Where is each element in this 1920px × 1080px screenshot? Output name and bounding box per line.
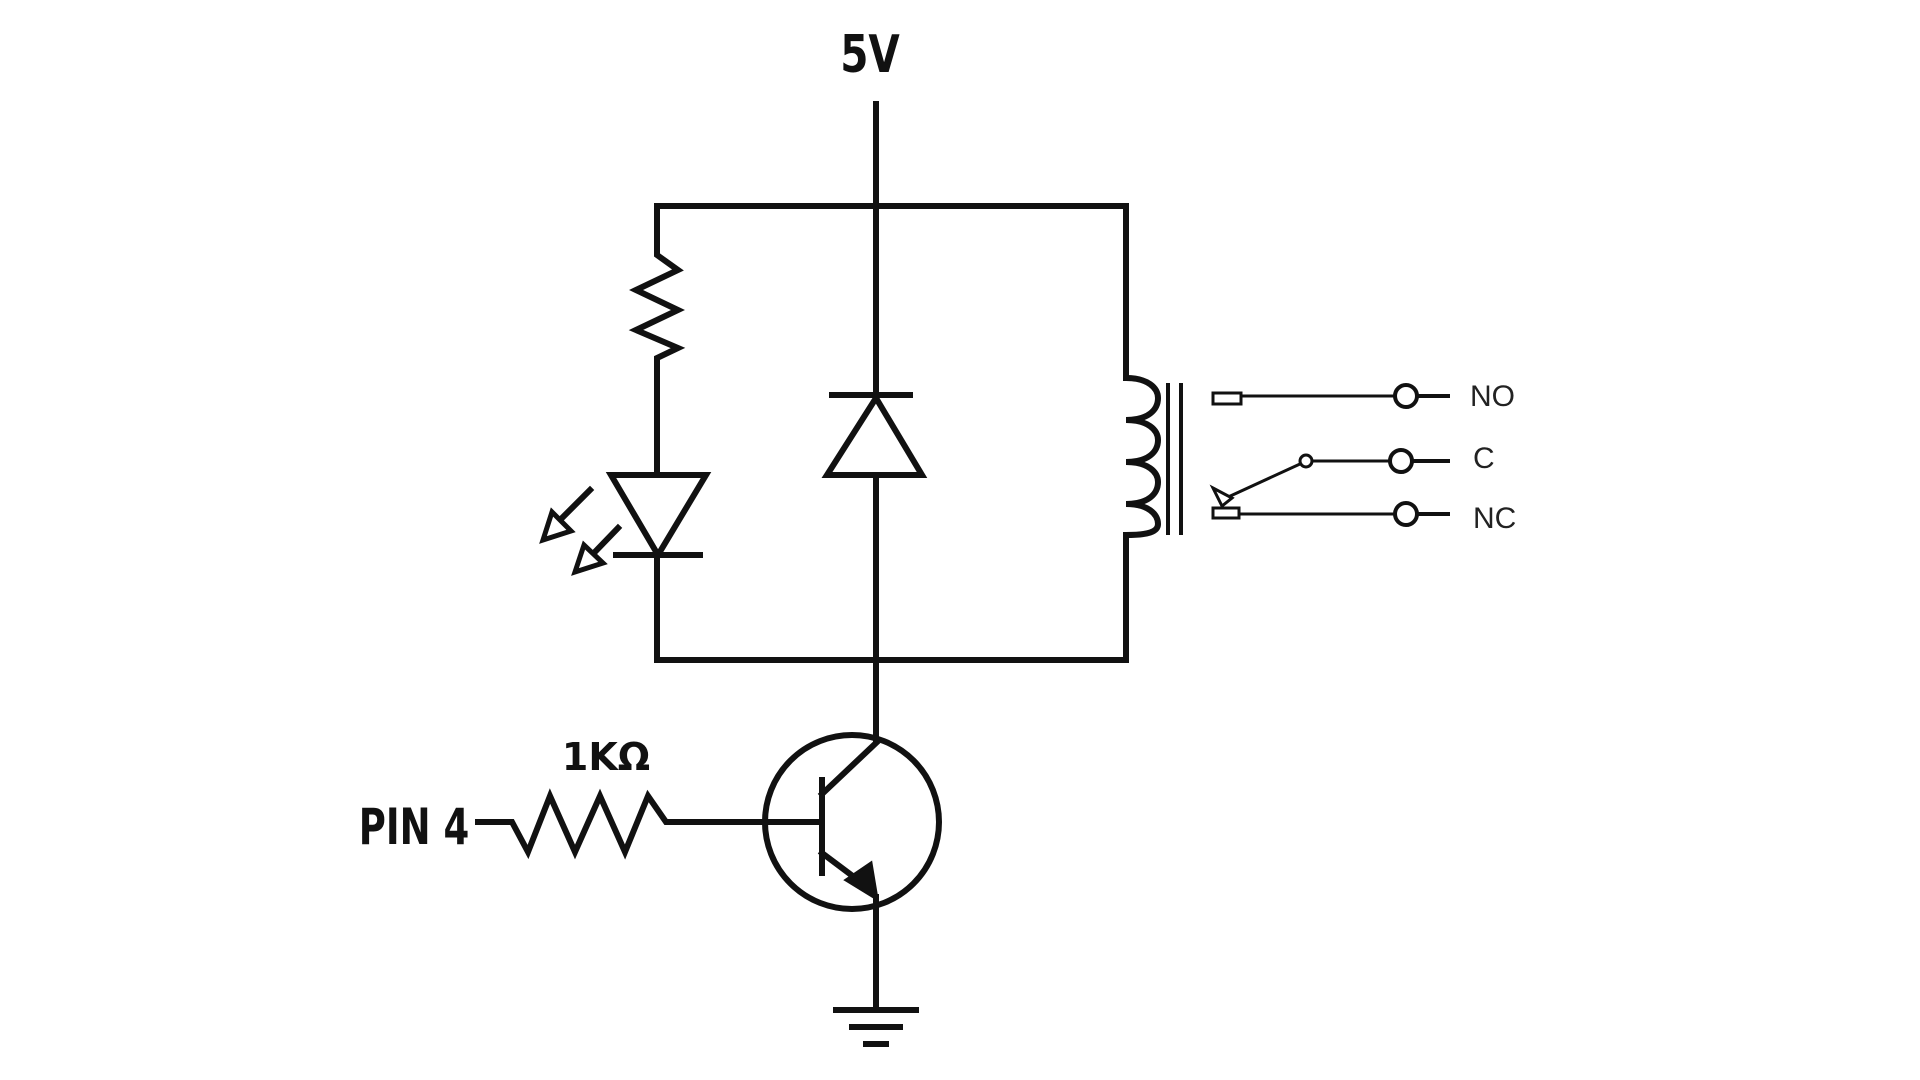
npn-transistor (762, 732, 942, 1013)
relay-c-label: C (1473, 442, 1495, 475)
c-terminal-icon (1388, 448, 1414, 474)
top-rail-wire (654, 203, 1129, 378)
transistor-collector (817, 738, 881, 799)
led-arrow-head-1-icon (539, 507, 576, 544)
supply-label: 5V (840, 24, 900, 84)
switch-arm-tip (1209, 484, 1235, 509)
bottom-rail-wire (654, 532, 1129, 663)
no-contact-stub (1211, 391, 1243, 406)
ground-icon (833, 1007, 919, 1047)
no-terminal-icon (1393, 383, 1419, 409)
flyback-diode-icon (821, 392, 928, 478)
relay-coil-icon (1122, 374, 1162, 539)
indicator-led (539, 472, 712, 576)
nc-contact-stub (1211, 506, 1241, 520)
nc-terminal-icon (1393, 501, 1419, 527)
input-pin-label: PIN 4 (359, 799, 469, 857)
led-arrow-head-2-icon (571, 540, 608, 576)
relay-nc-label: NC (1473, 502, 1516, 535)
base-resistor-label: 1KΩ (562, 735, 650, 779)
base-resistor-icon (475, 788, 679, 860)
common-pivot (1298, 453, 1314, 469)
emitter-arrow-icon (843, 860, 880, 902)
switch-arm (1225, 462, 1301, 500)
led-body-icon (605, 472, 712, 561)
relay-switch (1209, 383, 1450, 527)
relay-no-label: NO (1470, 380, 1515, 413)
led-resistor (628, 237, 686, 478)
